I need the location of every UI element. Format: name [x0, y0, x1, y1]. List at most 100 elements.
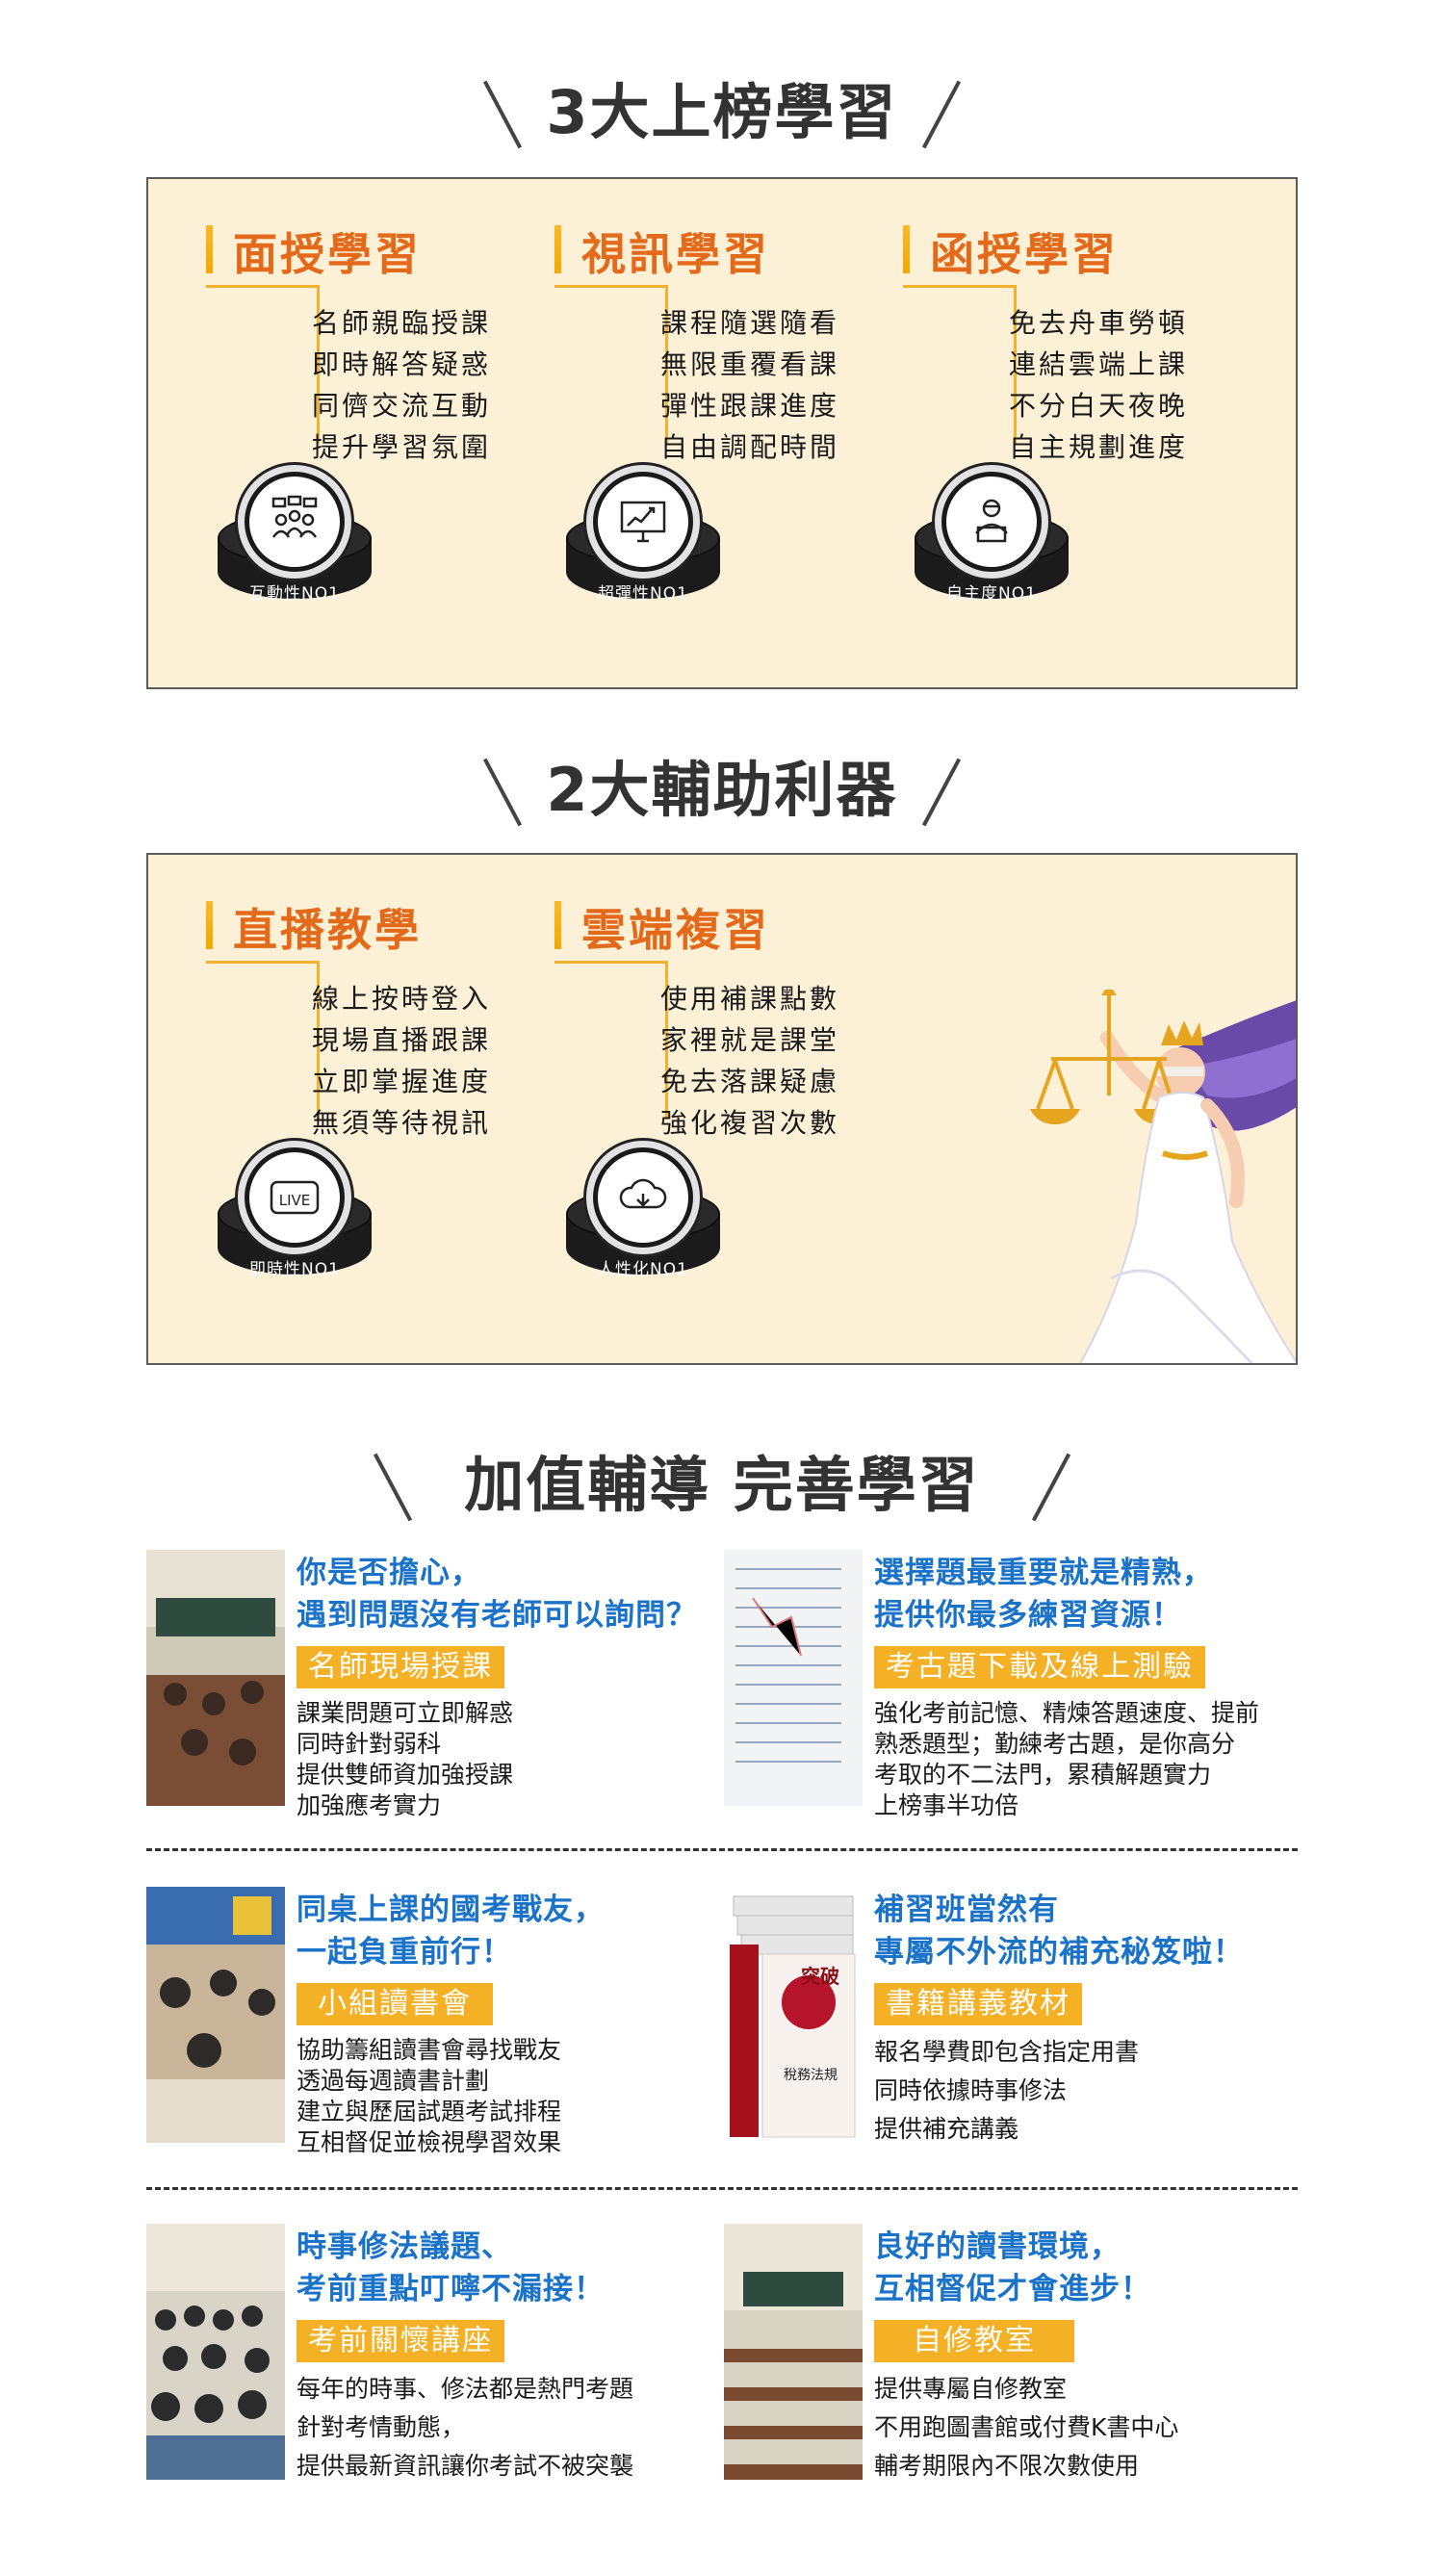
feature-item: 提升學習氛圍 — [312, 431, 492, 463]
promo-block-books: 突破 稅務法規 補習班當然有 專屬不外流的補充秘笈啦！ 書籍講義教材 報名學費即… — [724, 1887, 1298, 2166]
section-heading-2: 2大輔助利器 — [0, 747, 1444, 834]
section-heading-3: 加值輔導 完善學習 — [0, 1442, 1444, 1529]
promo-tag: 自修教室 — [874, 2320, 1074, 2362]
feature-item: 自由調配時間 — [660, 431, 840, 463]
badge-label: 互動性NO1 — [249, 584, 340, 604]
feature-face-to-face: 面授學習 名師親臨授課 即時解答疑惑 同儕交流互動 提升學習氛圍 互動性NO1 — [148, 179, 504, 604]
promo-tag: 名師現場授課 — [297, 1646, 504, 1688]
feature-item: 家裡就是課堂 — [660, 1024, 840, 1056]
promo-heading-line: 專屬不外流的補充秘笈啦！ — [874, 1935, 1244, 1970]
promo-line: 上榜事半功倍 — [874, 1791, 1019, 1819]
textbooks-photo: 突破 稅務法規 — [724, 1887, 863, 2143]
feature-item: 免去落課疑慮 — [660, 1066, 840, 1097]
feature-item: 連結雲端上課 — [1009, 348, 1189, 380]
study-room-photo — [724, 2224, 863, 2480]
feature-item: 同儕交流互動 — [312, 390, 492, 422]
lady-justice-illustration — [1030, 990, 1296, 1363]
medal-face — [245, 1147, 345, 1248]
study-group-photo — [146, 1887, 285, 2143]
feature-list: 線上按時登入 現場直播跟課 立即掌握進度 無須等待視訊 — [312, 978, 491, 1144]
feature-item: 現場直播跟課 — [312, 1024, 492, 1056]
promo-line: 不用跑圖書館或付費K書中心 — [874, 2413, 1179, 2441]
promo-line: 同時依據時事修法 — [874, 2076, 1068, 2104]
promo-heading-line: 考前重點叮嚀不漏接！ — [297, 2272, 605, 2306]
promo-tag: 書籍講義教材 — [874, 1983, 1082, 2025]
promo-block-onsite-teacher: 你是否擔心， 遇到問題沒有老師可以詢問？ 名師現場授課 課業問題可立即解惑 同時… — [146, 1550, 720, 1829]
promo-line: 熟悉題型；勤練考古題，是你高分 — [874, 1730, 1236, 1758]
promo-line: 提供最新資訊讓你考試不被突襲 — [297, 2452, 634, 2480]
promo-heading-line: 時事修法議題、 — [297, 2229, 512, 2264]
medal-face — [941, 472, 1042, 572]
classroom-group-icon — [271, 495, 318, 538]
title-accent-bar — [903, 225, 910, 273]
feature-list: 使用補課點數 家裡就是課堂 免去落課疑慮 強化複習次數 — [660, 978, 839, 1144]
cloud-download-icon — [619, 1178, 667, 1209]
promo-block-lecture: 時事修法議題、 考前重點叮嚀不漏接！ 考前關懷講座 每年的時事、修法都是熱門考題… — [146, 2224, 720, 2503]
promo-block-study-group: 同桌上課的國考戰友， 一起負重前行！ 小組讀書會 協助籌組讀書會尋找戰友 透過每… — [146, 1887, 720, 2166]
promo-line: 強化考前記憶、精煉答題速度、提前 — [874, 1699, 1260, 1727]
promo-block-study-room: 良好的讀書環境， 互相督促才會進步！ 自修教室 提供專屬自修教室 不用跑圖書館或… — [724, 2224, 1298, 2503]
promo-line: 透過每週讀書計劃 — [297, 2067, 490, 2095]
feature-item: 線上按時登入 — [312, 983, 492, 1015]
promo-line: 考取的不二法門，累積解題實力 — [874, 1761, 1212, 1789]
promo-tag: 考古題下載及線上測驗 — [874, 1646, 1205, 1688]
promo-description: 協助籌組讀書會尋找戰友 透過每週讀書計劃 建立與歷屆試題考試排程 互相督促並檢視… — [297, 2035, 561, 2158]
connector-line — [1014, 285, 1017, 444]
promo-heading-line: 選擇題最重要就是精熟， — [874, 1556, 1213, 1590]
feature-list: 免去舟車勞頓 連結雲端上課 不分白天夜晚 自主規劃進度 — [1009, 302, 1188, 468]
chart-monitor-icon — [620, 501, 666, 543]
promo-heading-line: 提供你最多練習資源！ — [874, 1598, 1182, 1633]
exam-papers-photo — [724, 1550, 863, 1806]
lecture-hall-photo — [146, 2224, 285, 2480]
feature-video: 視訊學習 課程隨選隨看 無限重覆看課 彈性跟課進度 自由調配時間 超彈性NO1 — [497, 179, 853, 604]
promo-line: 同時針對弱科 — [297, 1730, 442, 1758]
promo-heading-line: 一起負重前行！ — [297, 1935, 512, 1970]
promo-heading: 你是否擔心， 遇到問題沒有老師可以詢問？ — [297, 1552, 697, 1636]
promo-heading-line: 補習班當然有 — [874, 1893, 1059, 1927]
promo-line: 建立與歷屆試題考試排程 — [297, 2098, 562, 2125]
medal-badge: 超彈性NO1 — [566, 460, 720, 624]
title-accent-bar — [206, 901, 213, 949]
connector-line — [554, 961, 665, 964]
section-heading-1: 3大上榜學習 — [0, 69, 1444, 156]
book-cover-subtitle: 稅務法規 — [784, 2068, 838, 2083]
connector-line — [665, 285, 668, 444]
book-cover-title: 突破 — [801, 1965, 839, 1988]
connector-line — [554, 285, 665, 288]
badge-label: 自主度NO1 — [946, 584, 1037, 604]
feature-item: 名師親臨授課 — [312, 307, 492, 339]
feature-item: 不分白天夜晚 — [1009, 390, 1189, 422]
promo-heading-line: 你是否擔心， — [297, 1556, 481, 1590]
medal-badge: LIVE 即時性NO1 — [218, 1136, 372, 1300]
promo-tag: 考前關懷講座 — [297, 2320, 504, 2362]
promo-line: 提供補充講義 — [874, 2115, 1019, 2143]
feature-title: 視訊學習 — [581, 228, 770, 280]
promo-heading: 補習班當然有 專屬不外流的補充秘笈啦！ — [874, 1889, 1244, 1973]
person-laptop-icon — [975, 499, 1008, 543]
feature-item: 強化複習次數 — [660, 1107, 840, 1139]
title-accent-bar — [554, 901, 561, 949]
connector-line — [665, 961, 668, 1120]
feature-item: 無須等待視訊 — [312, 1107, 492, 1139]
promo-line: 互相督促並檢視學習效果 — [297, 2128, 562, 2156]
promo-heading-line: 互相督促才會進步！ — [874, 2272, 1151, 2306]
medal-badge: 自主度NO1 — [915, 460, 1069, 624]
feature-title: 面授學習 — [233, 228, 422, 280]
promo-heading-line: 良好的讀書環境， — [874, 2229, 1121, 2264]
section-title: 2大輔助利器 — [546, 755, 898, 825]
promo-heading: 同桌上課的國考戰友， 一起負重前行！ — [297, 1889, 605, 1973]
feature-list: 課程隨選隨看 無限重覆看課 彈性跟課進度 自由調配時間 — [660, 302, 839, 468]
promo-tag: 小組讀書會 — [297, 1983, 493, 2025]
feature-item: 即時解答疑惑 — [312, 348, 492, 380]
medal-face — [593, 472, 693, 572]
section-title: 加值輔導 完善學習 — [464, 1450, 980, 1520]
badge-label: 即時性NO1 — [249, 1260, 340, 1279]
medal-badge: 互動性NO1 — [218, 460, 372, 624]
promo-line: 協助籌組讀書會尋找戰友 — [297, 2036, 562, 2064]
promo-line: 報名學費即包含指定用書 — [874, 2038, 1140, 2066]
feature-item: 免去舟車勞頓 — [1009, 307, 1189, 339]
section-title: 3大上榜學習 — [546, 77, 898, 147]
feature-cloud-review: 雲端複習 使用補課點數 家裡就是課堂 免去落課疑慮 強化複習次數 人性化NO1 — [497, 855, 853, 1279]
feature-title: 雲端複習 — [581, 904, 770, 956]
promo-description: 每年的時事、修法都是熱門考題 針對考情動態， 提供最新資訊讓你考試不被突襲 — [297, 2370, 633, 2486]
